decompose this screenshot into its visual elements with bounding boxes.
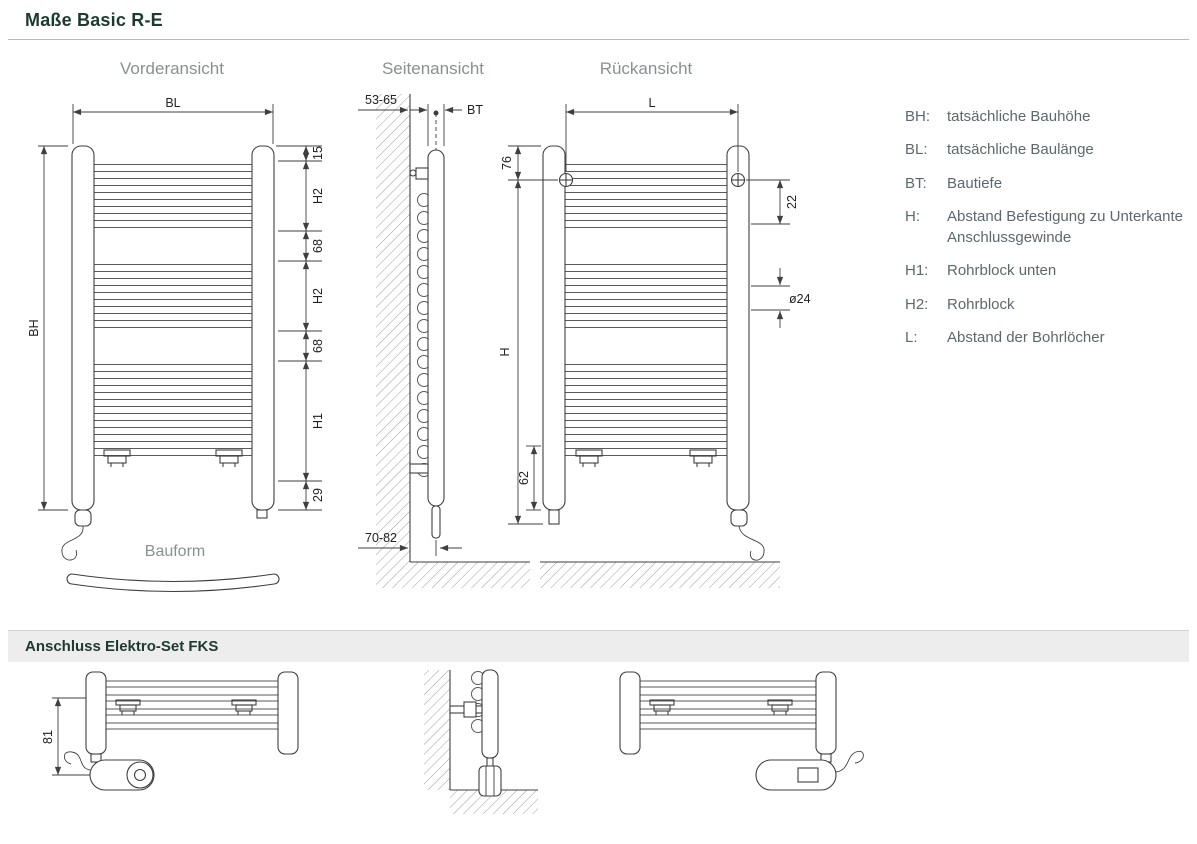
wall-hatch xyxy=(376,94,410,588)
dim-label-bh: BH xyxy=(27,319,41,336)
legend-item-h: H: Abstand Befestigung zu Unterkante Ansc… xyxy=(905,206,1193,249)
front-right-collector xyxy=(251,145,275,511)
dim-label-68-lower: 68 xyxy=(311,339,325,353)
legend-key: L: xyxy=(905,329,918,347)
rear-cable xyxy=(738,525,765,561)
fks-side-drawing xyxy=(424,669,538,814)
fks-front-right-collector xyxy=(277,671,299,755)
fks-side-profile xyxy=(481,669,499,759)
dim-label-bt: BT xyxy=(467,103,483,117)
page-title: Maße Basic R-E xyxy=(25,10,163,30)
dim-label-70-82: 70-82 xyxy=(365,531,397,545)
floor-hatch xyxy=(410,562,530,588)
legend-item-l: L: Abstand der Bohrlöcher xyxy=(905,327,1193,348)
front-connection-stub xyxy=(256,509,268,519)
rear-fixing-bolt-right xyxy=(730,172,746,188)
shape-drawing xyxy=(66,573,280,593)
fks-wall-hatch xyxy=(424,670,450,790)
legend-text: Rohrblock xyxy=(947,295,1015,313)
rear-left-collector xyxy=(542,145,566,511)
dim-label-62: 62 xyxy=(517,471,531,485)
dim-label-bl: BL xyxy=(165,96,180,110)
fks-front-drawing: 81 xyxy=(41,671,299,791)
fks-rear-right-collector xyxy=(815,671,837,755)
rear-floor-hatch xyxy=(540,562,780,588)
front-cable xyxy=(61,525,84,561)
legend-text: Bautiefe xyxy=(947,174,1003,192)
legend-key: BT: xyxy=(905,174,927,192)
legend-text: tatsächliche Bauhöhe xyxy=(947,108,1091,125)
view-title-shape: Bauform xyxy=(144,543,206,560)
dim-label-29: 29 xyxy=(311,488,325,502)
dim-label-81: 81 xyxy=(41,730,55,744)
fks-rear-terminal xyxy=(797,767,819,783)
header-divider xyxy=(8,39,1189,40)
dim-label-15: 15 xyxy=(311,146,325,160)
fks-control-knob xyxy=(126,761,154,789)
fks-side-element-housing xyxy=(478,765,502,797)
dim-label-76: 76 xyxy=(500,156,514,170)
section-header-bar: Anschluss Elektro-Set FKS xyxy=(8,630,1189,662)
front-left-collector xyxy=(71,145,95,511)
fks-drawing: 81 xyxy=(41,669,864,814)
legend-key: H: xyxy=(905,207,920,225)
side-heating-element xyxy=(431,505,441,539)
fks-front-cable xyxy=(63,751,91,771)
legend-key: BL: xyxy=(905,141,928,159)
fks-front-left-collector xyxy=(85,671,107,755)
side-top-fitting xyxy=(415,167,429,180)
dim-label-h2-upper: H2 xyxy=(311,188,325,204)
dimension-drawing-top: BL BH 15 H2 68 H2 68 H1 29 xyxy=(27,93,811,593)
rear-right-collector xyxy=(726,145,750,511)
legend-key: BH: xyxy=(905,108,931,125)
dim-label-h1: H1 xyxy=(311,413,325,429)
fks-rear-control-unit xyxy=(755,759,837,791)
legend-item-bt: BT: Bautiefe xyxy=(905,173,1193,194)
legend-text: Abstand Befestigung zu Unterkante Anschl… xyxy=(947,207,1183,247)
legend-text: Abstand der Bohrlöcher xyxy=(947,329,1105,347)
view-title-front: Vorderansicht xyxy=(120,59,224,78)
legend-item-bl: BL: tatsächliche Baulänge xyxy=(905,139,1193,160)
legend-item-bh: BH: tatsächliche Bauhöhe xyxy=(905,106,1193,127)
rear-fixing-bolt-left xyxy=(558,172,574,188)
front-tubes xyxy=(89,164,257,456)
rear-heating-element xyxy=(730,509,748,527)
legend-text: Rohrblock unten xyxy=(947,262,1057,280)
rear-tubes xyxy=(559,164,733,456)
dim-label-53-65: 53-65 xyxy=(365,93,397,107)
front-view-drawing: BL BH 15 H2 68 H2 68 H1 29 xyxy=(27,96,325,561)
dim-label-68-upper: 68 xyxy=(311,239,325,253)
rear-view-drawing: L 76 H 62 22 ø24 xyxy=(498,96,811,588)
dim-label-dia24: ø24 xyxy=(789,292,811,306)
dim-label-h: H xyxy=(498,347,512,356)
legend-item-h2: H2: Rohrblock xyxy=(905,294,1193,315)
side-view-drawing: 53-65 BT 70-82 xyxy=(358,93,530,588)
fks-rear-drawing xyxy=(619,671,864,791)
fks-side-tube-bumps xyxy=(471,671,485,733)
view-title-rear: Rückansicht xyxy=(599,59,693,78)
legend-key: H1: xyxy=(905,262,929,280)
dim-label-h2-lower: H2 xyxy=(311,288,325,304)
side-wall-bracket xyxy=(409,463,429,474)
legend-text: tatsächliche Baulänge xyxy=(947,141,1094,159)
dimension-legend: BH: tatsächliche Bauhöhe BL: tatsächliche … xyxy=(905,106,1193,360)
legend-item-h1: H1: Rohrblock unten xyxy=(905,260,1193,281)
dim-label-22: 22 xyxy=(785,195,799,209)
section-title: Anschluss Elektro-Set FKS xyxy=(25,638,219,655)
fks-rear-cable xyxy=(835,750,864,773)
legend-key: H2: xyxy=(905,295,929,313)
dim-label-l: L xyxy=(649,96,656,110)
front-heating-element xyxy=(74,509,92,527)
side-profile xyxy=(427,149,445,507)
rear-connection-stub xyxy=(548,509,560,525)
view-title-side: Seitenansicht xyxy=(381,59,485,78)
fks-rear-left-collector xyxy=(619,671,641,755)
